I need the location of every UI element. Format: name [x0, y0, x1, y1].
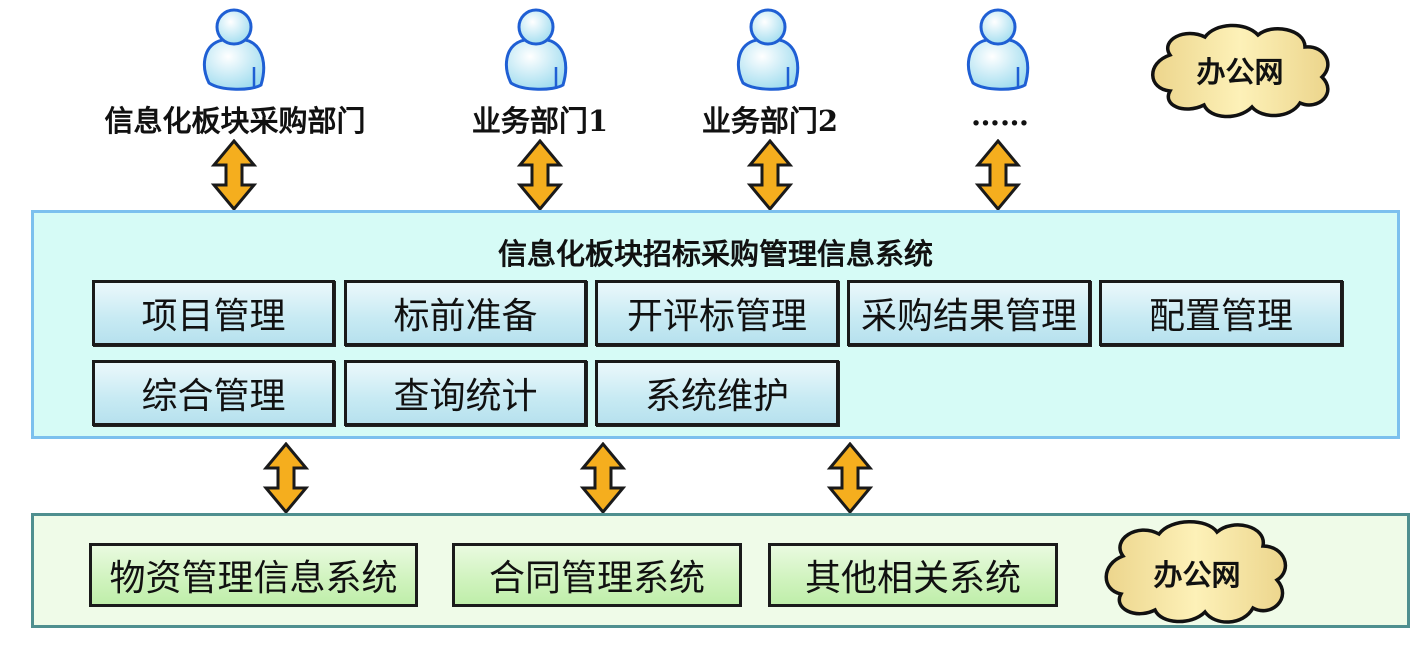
procurement-system-panel: 信息化板块招标采购管理信息系统 项目管理 标前准备 开评标管理 采购结果管理 配… [31, 210, 1400, 439]
module-project-management[interactable]: 项目管理 [92, 280, 335, 346]
bidirectional-arrow-icon [974, 139, 1022, 211]
bidirectional-arrow-icon [579, 442, 627, 514]
office-network-cloud: 办公网 [1097, 516, 1297, 628]
module-query-statistics[interactable]: 查询统计 [344, 360, 587, 426]
user-icon [501, 5, 571, 95]
ext-system-materials[interactable]: 物资管理信息系统 [89, 543, 418, 607]
module-pre-bid-preparation[interactable]: 标前准备 [344, 280, 587, 346]
user-icon [963, 5, 1033, 95]
user-label: 信息化板块采购部门 [104, 104, 366, 138]
user-label: 业务部门2 [701, 104, 839, 138]
cloud-icon [1104, 520, 1288, 624]
ext-system-contracts[interactable]: 合同管理系统 [452, 543, 742, 607]
external-systems-panel: 物资管理信息系统 合同管理系统 其他相关系统 办公网 [31, 513, 1410, 628]
ext-system-other[interactable]: 其他相关系统 [768, 543, 1058, 607]
bidirectional-arrow-icon [516, 139, 564, 211]
module-system-maintenance[interactable]: 系统维护 [595, 360, 839, 426]
cloud-label: 办公网 [1196, 55, 1284, 89]
module-configuration[interactable]: 配置管理 [1099, 280, 1343, 346]
module-procurement-results[interactable]: 采购结果管理 [847, 280, 1091, 346]
cloud-icon [1151, 23, 1330, 119]
module-bid-opening-evaluation[interactable]: 开评标管理 [595, 280, 839, 346]
user-label: 业务部门1 [471, 104, 609, 138]
module-general-management[interactable]: 综合管理 [92, 360, 335, 426]
user-label: …… [971, 98, 1029, 132]
cloud-label: 办公网 [1153, 558, 1241, 592]
system-title: 信息化板块招标采购管理信息系统 [497, 237, 933, 271]
user-icon [199, 5, 269, 95]
user-icon [733, 5, 803, 95]
bidirectional-arrow-icon [826, 442, 874, 514]
bidirectional-arrow-icon [262, 442, 310, 514]
bidirectional-arrow-icon [210, 139, 258, 211]
bidirectional-arrow-icon [746, 139, 794, 211]
office-network-cloud: 办公网 [1140, 15, 1340, 125]
